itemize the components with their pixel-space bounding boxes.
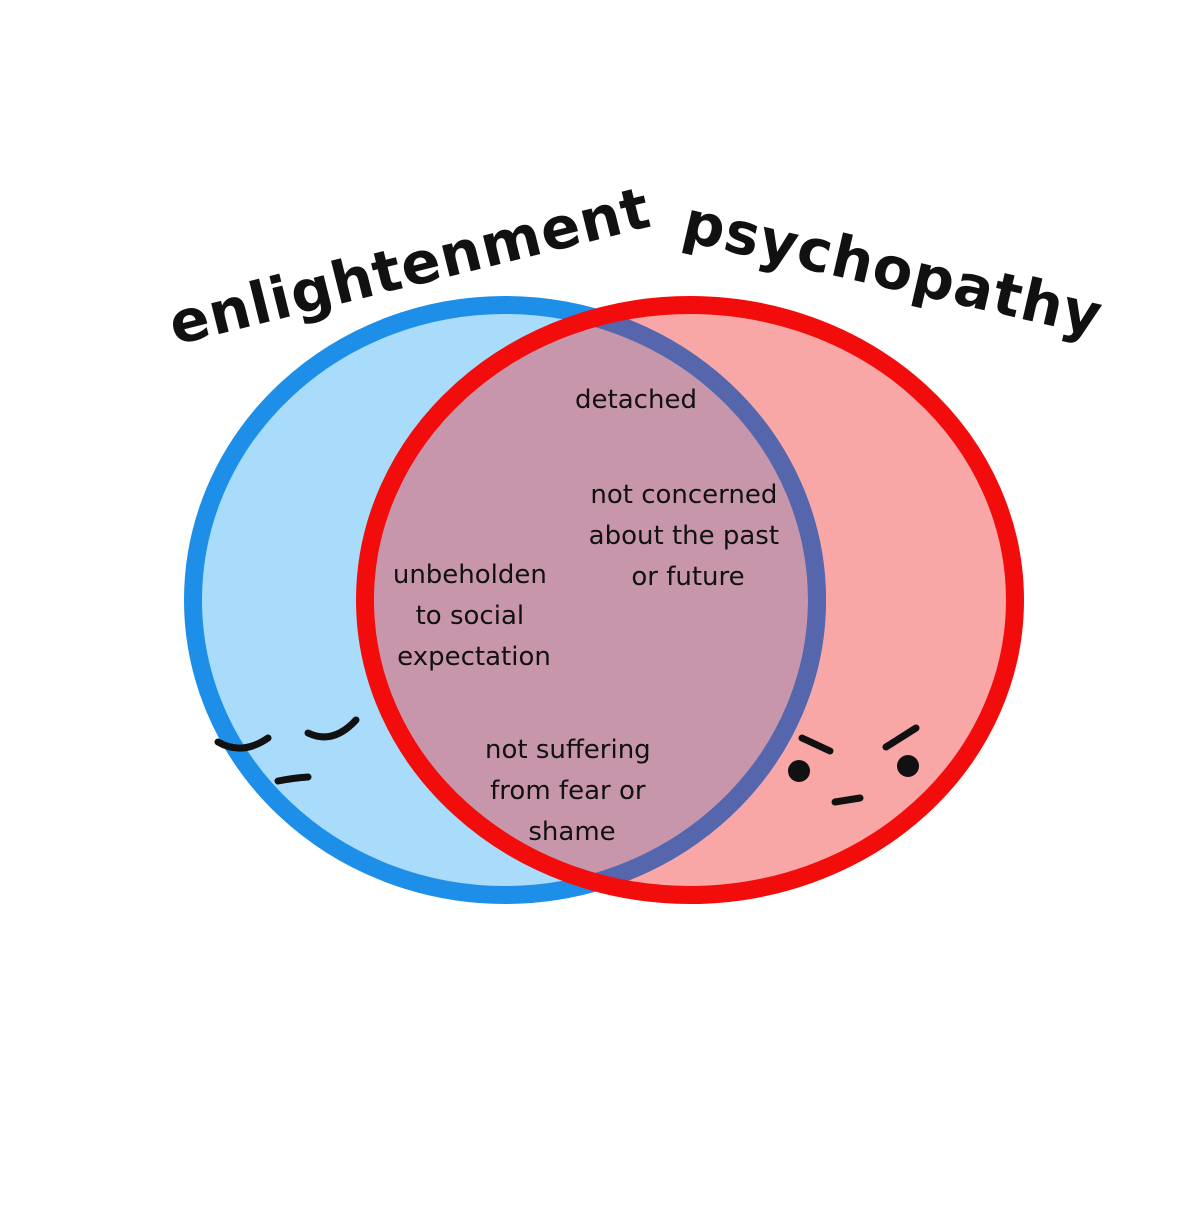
overlap-item-time: not concerned about the past or future — [589, 480, 788, 592]
serene-mouth — [274, 773, 312, 785]
angry-mouth — [831, 794, 864, 806]
angry-right-brow — [882, 724, 920, 751]
serene-right-eye — [304, 716, 360, 741]
enlightenment-outline-in-overlap — [365, 305, 826, 895]
overlap-item-fear: not suffering from fear or shame — [485, 735, 659, 847]
psychopathy-circle-outline — [356, 296, 1024, 904]
serene-face-icon — [214, 716, 360, 785]
angry-left-eye — [788, 760, 810, 782]
angry-face-icon — [788, 724, 920, 806]
overlap-region — [365, 305, 817, 895]
angry-right-eye — [897, 755, 919, 777]
angry-left-brow — [798, 734, 834, 755]
overlap-item-social: unbeholden to social expectation — [393, 560, 555, 672]
overlap-item-detached: detached — [575, 385, 697, 415]
serene-left-eye — [214, 734, 272, 752]
